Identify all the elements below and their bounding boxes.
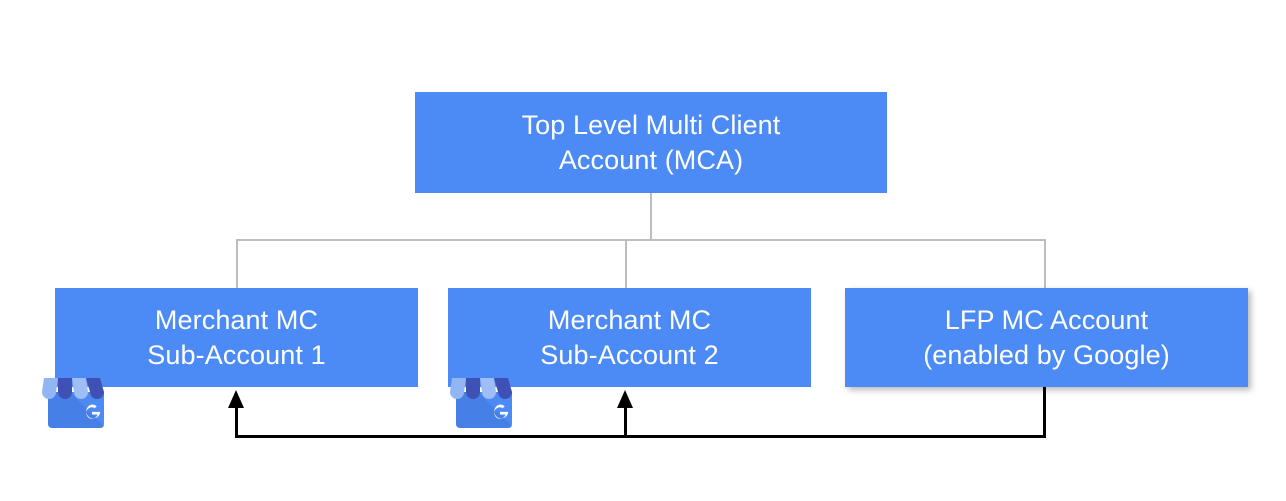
node-merchant-sub-account-1-label: Merchant MC Sub-Account 1 xyxy=(147,305,326,370)
node-lfp-mc-account[interactable]: LFP MC Account (enabled by Google) xyxy=(845,288,1248,387)
google-my-business-icon xyxy=(40,368,112,430)
google-my-business-icon xyxy=(448,368,520,430)
node-merchant-sub-account-2[interactable]: Merchant MC Sub-Account 2 xyxy=(448,288,811,387)
connector-drop-sub1 xyxy=(236,239,238,289)
connector-horizontal-bus xyxy=(236,239,1046,241)
node-lfp-mc-account-label: LFP MC Account (enabled by Google) xyxy=(923,305,1170,370)
node-top-level-mca-label: Top Level Multi Client Account (MCA) xyxy=(521,110,781,175)
connector-mca-stem xyxy=(650,193,652,241)
node-merchant-sub-account-1[interactable]: Merchant MC Sub-Account 1 xyxy=(55,288,418,387)
flow-line-up-sub1 xyxy=(235,400,238,438)
flow-line-up-sub2 xyxy=(624,400,627,438)
flow-line-lfp-down xyxy=(1043,387,1046,438)
connector-drop-lfp xyxy=(1044,239,1046,289)
flow-line-horizontal xyxy=(236,435,1046,438)
arrow-head-to-sub1 xyxy=(228,390,244,408)
connector-drop-sub2 xyxy=(625,239,627,289)
node-top-level-mca[interactable]: Top Level Multi Client Account (MCA) xyxy=(415,92,887,193)
arrow-head-to-sub2 xyxy=(617,390,633,408)
node-merchant-sub-account-2-label: Merchant MC Sub-Account 2 xyxy=(540,305,719,370)
